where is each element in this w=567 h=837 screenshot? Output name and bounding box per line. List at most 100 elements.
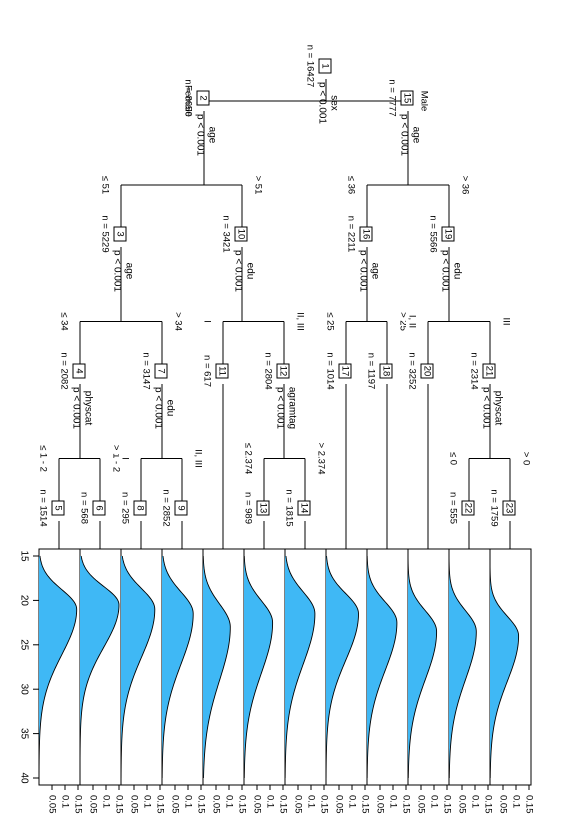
density-tick-label: 0.1 (141, 795, 152, 808)
edge-label-bg (500, 310, 512, 333)
node-id-label: 12 (277, 366, 288, 377)
density-line (243, 555, 274, 779)
node-id-label: 5 (52, 505, 63, 510)
axis-tick-label: 40 (18, 772, 29, 784)
node-count-label: n = 1815 (283, 489, 294, 526)
node-id-label: 13 (257, 503, 268, 514)
node-id-box (92, 500, 106, 516)
density-tick-label: 0.05 (169, 795, 180, 814)
density-tick-label: 0.05 (374, 795, 385, 814)
node-id-box (196, 90, 210, 106)
node-id-box (276, 363, 290, 379)
node-count-label: n = 5566 (427, 215, 438, 252)
node-id-box (234, 226, 248, 242)
edge-label: ≤ 51 (99, 176, 110, 194)
density-line (38, 555, 78, 778)
density-tick-label: 0.1 (223, 795, 234, 808)
density-tick-label: 0.15 (113, 795, 124, 814)
density-tick-label: 0.1 (182, 795, 193, 808)
edge-label: I, II (406, 315, 417, 328)
density-tick-label: 0.15 (236, 795, 247, 814)
density-area (408, 556, 437, 778)
edge-label-bg (58, 307, 70, 336)
node-id-box (420, 363, 434, 379)
density-line (120, 555, 156, 779)
edge-label-bg (447, 447, 459, 470)
edge-label-bg (520, 447, 532, 470)
split-variable-label: age (410, 127, 421, 144)
density-tick-label: 0.15 (154, 795, 165, 814)
density-line (284, 555, 316, 779)
edge-label: ≤ 36 (345, 176, 356, 194)
node-id-box (318, 58, 332, 74)
node-count-label: n = 1014 (324, 352, 335, 389)
node-count-label: n = 5229 (99, 215, 110, 252)
node-id-label: 14 (298, 503, 309, 514)
node-id-box (133, 500, 147, 516)
p-value-label: p < 0.001 (70, 387, 81, 429)
density-tick-label: 0.15 (195, 795, 206, 814)
node-count-label: n = 555 (447, 492, 458, 524)
density-tick-label: 0.15 (72, 795, 83, 814)
density-line (202, 555, 231, 779)
node-id-label: 20 (421, 366, 432, 377)
density-tick-label: 0.05 (210, 795, 221, 814)
node-id-label: 8 (134, 505, 145, 510)
edge-label-bg (182, 81, 194, 121)
node-id-box (400, 90, 414, 106)
edge-label: I (201, 320, 212, 323)
node-id-box (502, 500, 516, 516)
edge-label-bg (201, 316, 213, 327)
density-tick-label: 0.1 (100, 795, 111, 808)
node-count-label: n = 295 (119, 492, 130, 524)
axis-tick-label: 35 (18, 728, 29, 740)
density-tick-label: 0.15 (318, 795, 329, 814)
split-variable-label: physcat (82, 391, 93, 426)
node-id-box (482, 363, 496, 379)
edge-label-bg (324, 307, 336, 336)
density-area (490, 556, 519, 778)
axis-tick-label: 25 (18, 639, 29, 651)
node-count-label: n = 2082 (58, 352, 69, 389)
node-count-label: n = 989 (242, 492, 253, 524)
density-area (285, 556, 315, 778)
node-id-label: 15 (401, 93, 412, 104)
node-id-label: 7 (155, 368, 166, 373)
density-tick-label: 0.05 (456, 795, 467, 814)
edge-label-bg (406, 304, 418, 339)
density-tick-label: 0.05 (128, 795, 139, 814)
node-id-box (72, 363, 86, 379)
node-count-label: n = 8650 (182, 79, 193, 116)
p-value-label: p < 0.001 (232, 250, 243, 292)
node-id-label: 11 (216, 366, 227, 376)
node-id-box (256, 500, 270, 516)
axis-tick-label: 20 (18, 595, 29, 607)
edge-label: > 34 (172, 312, 183, 331)
edge-label-bg (110, 435, 122, 482)
density-area (39, 556, 77, 778)
density-tick-label: 0.05 (87, 795, 98, 814)
density-line (448, 555, 477, 779)
node-id-label: 16 (360, 229, 371, 240)
density-area (162, 556, 194, 778)
split-variable-label: age (206, 127, 217, 144)
node-count-label: n = 3252 (406, 352, 417, 389)
node-count-label: n = 7777 (386, 79, 397, 116)
node-id-label: 9 (175, 505, 186, 510)
density-line (366, 555, 398, 779)
axis-tick-label: 15 (18, 550, 29, 562)
density-area (121, 556, 155, 778)
edge-label: ≤ 25 (324, 312, 335, 330)
edge-label: > 36 (459, 176, 470, 195)
density-line (79, 555, 120, 778)
edge-label: > 1 - 2 (110, 445, 121, 472)
edge-label-bg (99, 171, 111, 199)
node-count-label: n = 2852 (160, 489, 171, 526)
node-count-label: n = 1514 (37, 489, 48, 526)
